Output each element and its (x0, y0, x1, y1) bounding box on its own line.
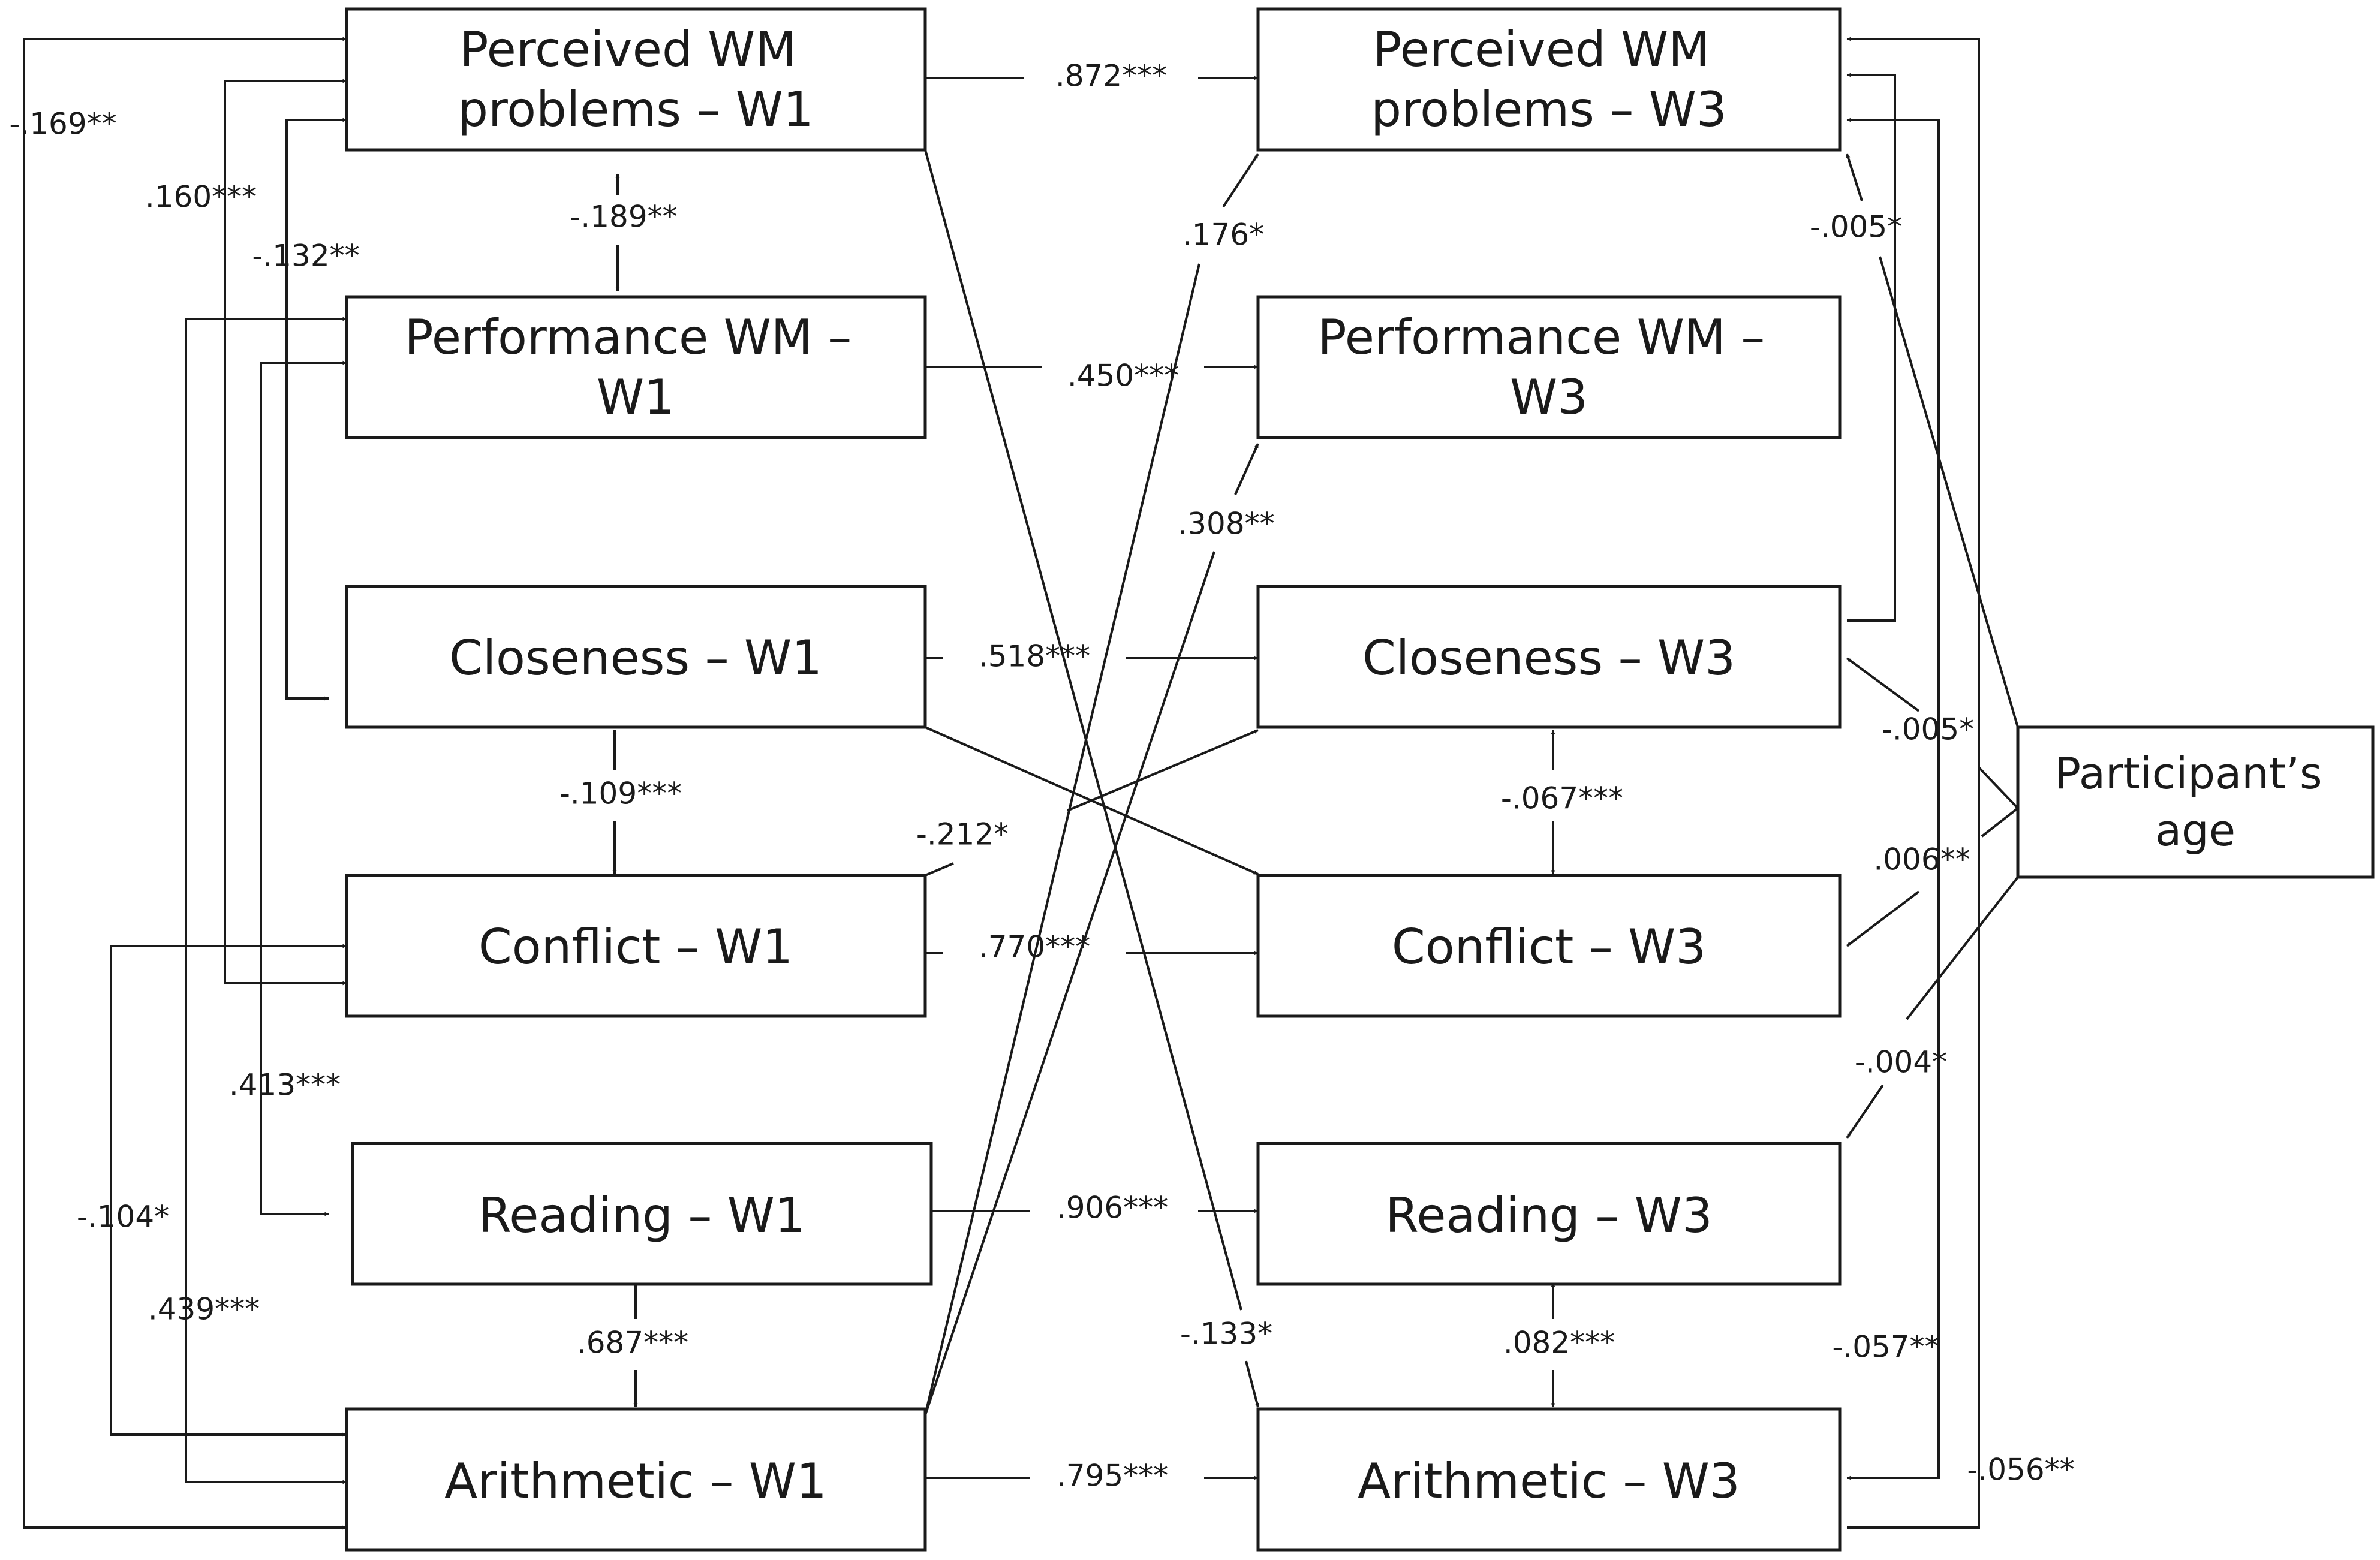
box-arithmetic-w3 (1256, 1407, 1842, 1552)
box-arithmetic-w1 (345, 1407, 927, 1552)
coef-left-160: .160*** (145, 180, 257, 215)
box-closeness-w3 (1256, 585, 1842, 729)
label-perceived-w1-line1: Perceived WM (459, 22, 796, 77)
coef-age-conflict: .006** (1873, 842, 1970, 877)
label-age-line1: Participant’s (2055, 748, 2322, 799)
box-perceived-wm-w1 (345, 7, 927, 152)
coef-left-439: .439*** (148, 1292, 260, 1327)
box-perceived-wm-w3 (1256, 7, 1842, 152)
coef-cross-212: -.212* (916, 817, 1009, 852)
box-performance-wm-w3 (1256, 295, 1842, 439)
age-path-perceived-closeness (1846, 73, 1896, 623)
label-age-line2: age (2155, 805, 2235, 856)
box-participant-age (2016, 725, 2375, 879)
coef-left-169: -.169** (9, 107, 116, 141)
left-path-104 (110, 944, 347, 1437)
paths (23, 37, 2019, 1530)
label-closeness-w1: Closeness – W1 (449, 630, 822, 686)
left-path-160 (224, 79, 347, 986)
cross-path-closeness-conflict (925, 726, 1259, 875)
label-conflict-w1: Conflict – W1 (479, 919, 793, 975)
boxes: Perceived WM problems – W1 Performance W… (345, 7, 2375, 1552)
coef-cov-reading-arithmetic-w1: .687*** (577, 1326, 688, 1360)
coef-reading-stability: .906*** (1057, 1191, 1168, 1225)
coef-cross-176: .176* (1183, 218, 1264, 252)
coef-cov-closeness-conflict-w1: -.109*** (559, 776, 682, 811)
svg-text:Closeness – W3: Closeness – W3 (1362, 630, 1735, 686)
label-conflict-w3: Conflict – W3 (1392, 919, 1706, 975)
svg-text:Reading – W3: Reading – W3 (1385, 1188, 1713, 1243)
label-perceived-w3-line1: Perceived WM (1373, 22, 1710, 77)
svg-text:Performance WM – W3: Performance WM – W3 (1317, 309, 1780, 425)
coef-left-104: -.104* (77, 1200, 169, 1234)
coef-performance-stability: .450*** (1067, 359, 1179, 393)
age-path-conflict (1847, 807, 2019, 946)
svg-text:Participant’s age: Participant’s age (2055, 748, 2336, 856)
coef-conflict-stability: .770*** (979, 930, 1090, 965)
svg-text:Arithmetic – W1: Arithmetic – W1 (444, 1453, 827, 1509)
coef-cross-133: -.133* (1180, 1317, 1272, 1351)
coef-arithmetic-stability: .795*** (1057, 1459, 1168, 1493)
coef-age-057: -.057** (1832, 1330, 1939, 1365)
svg-text:Arithmetic – W3: Arithmetic – W3 (1358, 1453, 1740, 1509)
age-path-056 (1846, 37, 1980, 1530)
box-reading-w3 (1256, 1142, 1842, 1286)
svg-text:Perceived WM problems –: Perceived WM problems – W3 (1371, 22, 1727, 137)
svg-text:Conflict – W3: Conflict – W3 (1392, 919, 1706, 975)
label-performance-w1-line2: W1 (597, 369, 675, 425)
coefficient-labels: .872*** .450*** .518*** .770*** .906*** … (9, 59, 2074, 1493)
coef-age-closeness: -.005* (1882, 712, 1974, 747)
coef-cov-perceived-performance-w1: -.189** (570, 200, 677, 234)
label-performance-w3-line2: W3 (1510, 369, 1588, 425)
label-perceived-w3-line2: problems – W3 (1371, 82, 1727, 137)
label-performance-w3-line1: Performance WM – (1317, 309, 1765, 365)
age-path-closeness (1847, 658, 2019, 809)
left-path-439 (185, 317, 347, 1484)
box-closeness-w1 (345, 585, 927, 729)
coef-cov-closeness-conflict-w3: -.067*** (1501, 781, 1623, 816)
coef-age-reading: -.004* (1855, 1045, 1947, 1080)
label-arithmetic-w1: Arithmetic – W1 (444, 1453, 827, 1509)
cross-path-308 (924, 444, 1258, 1416)
left-path-132 (285, 118, 347, 701)
svg-text:Reading – W1: Reading – W1 (478, 1188, 805, 1243)
coef-perceived-stability: .872*** (1055, 59, 1167, 94)
left-path-413 (260, 360, 347, 1216)
label-reading-w1: Reading – W1 (478, 1188, 805, 1243)
left-path-169 (23, 37, 347, 1530)
cross-path-212 (925, 730, 1258, 877)
box-conflict-w3 (1256, 874, 1842, 1018)
coef-cov-reading-arithmetic-w3: .082*** (1503, 1326, 1615, 1360)
coef-cross-308: .308** (1178, 507, 1274, 541)
cross-path-176 (924, 154, 1258, 1416)
label-performance-w1-line1: Performance WM – (404, 309, 851, 365)
svg-text:Conflict – W1: Conflict – W1 (479, 919, 793, 975)
label-closeness-w3: Closeness – W3 (1362, 630, 1735, 686)
age-path-reading (1847, 876, 2019, 1138)
age-path-057 (1846, 118, 1940, 1480)
coef-left-132: -.132** (252, 239, 359, 273)
box-reading-w1 (351, 1142, 933, 1286)
label-perceived-w1-line2: problems – W1 (458, 82, 814, 137)
cross-path-133 (924, 149, 1258, 1407)
coef-closeness-stability: .518*** (979, 639, 1090, 674)
label-arithmetic-w3: Arithmetic – W3 (1358, 1453, 1740, 1509)
box-performance-wm-w1 (345, 295, 927, 439)
coef-age-056: -.056** (1967, 1453, 2074, 1487)
box-conflict-w1 (345, 874, 927, 1018)
svg-text:Closeness – W1: Closeness – W1 (449, 630, 822, 686)
label-reading-w3: Reading – W3 (1385, 1188, 1713, 1243)
coef-age-perceived: -.005* (1810, 210, 1902, 245)
svg-text:Performance WM – W1: Performance WM – W1 (404, 309, 866, 425)
svg-text:Perceived WM problems –: Perceived WM problems – W1 (458, 22, 814, 137)
coef-left-413: .413*** (229, 1068, 341, 1103)
